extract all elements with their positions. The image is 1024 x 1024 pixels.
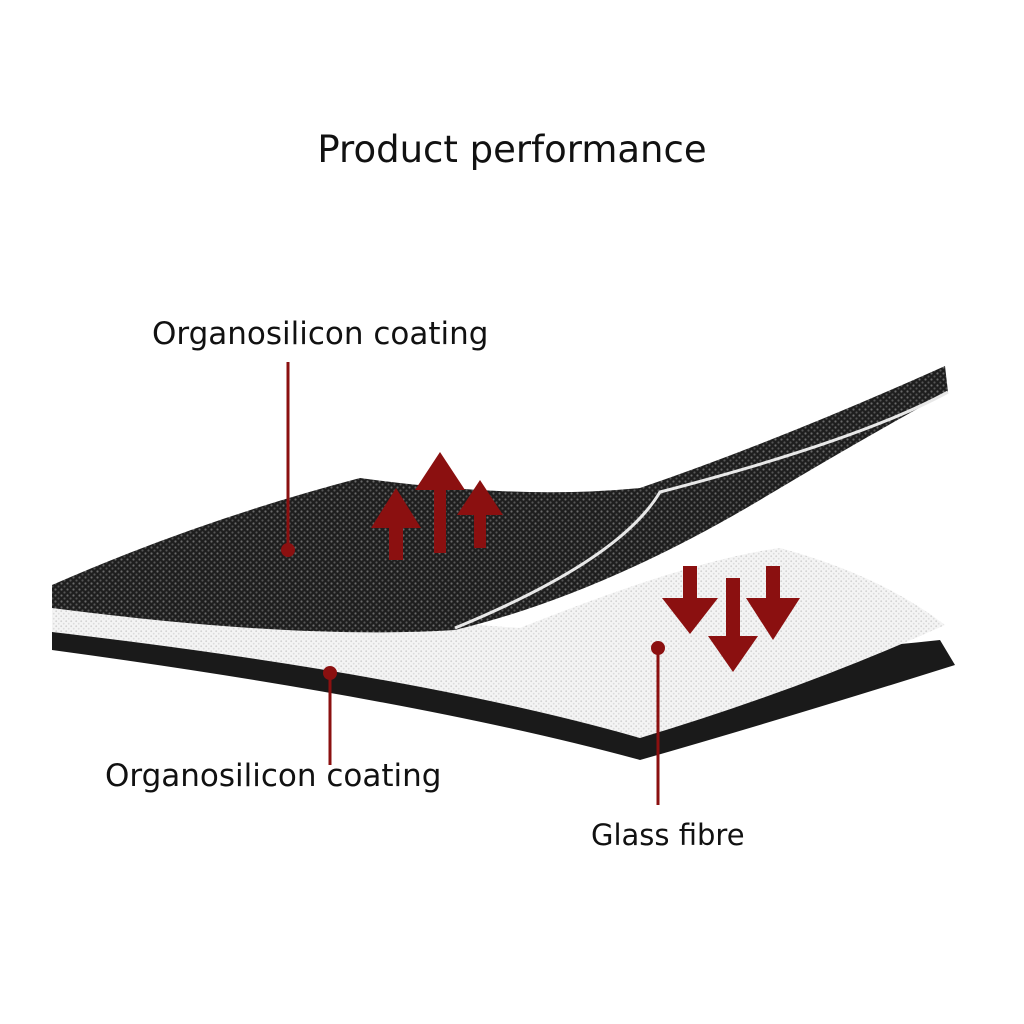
page-title: Product performance: [317, 128, 707, 171]
arrow-up-icon: [415, 452, 465, 553]
arrow-up-icon: [371, 452, 503, 560]
arrow-down-icon: [662, 566, 800, 672]
arrow-up-icon: [457, 480, 503, 548]
glass-fibre-label: Glass fibre: [591, 818, 745, 852]
leader-bottom-coating-dot: [323, 666, 337, 680]
top-coating-label: Organosilicon coating: [152, 316, 489, 352]
top-layer-edge-seam: [454, 390, 949, 630]
arrow-down-icon: [662, 566, 718, 634]
top-coating-layer: [52, 366, 948, 633]
glass-fibre-layer: [52, 548, 945, 738]
leader-lines: [281, 362, 665, 805]
arrow-down-icon: [708, 578, 758, 672]
leader-top-coating-dot: [281, 543, 295, 557]
bottom-coating-label: Organosilicon coating: [105, 758, 442, 794]
arrow-up-icon: [371, 488, 421, 560]
leader-glass-fibre-dot: [651, 641, 665, 655]
arrow-down-icon: [746, 566, 800, 640]
